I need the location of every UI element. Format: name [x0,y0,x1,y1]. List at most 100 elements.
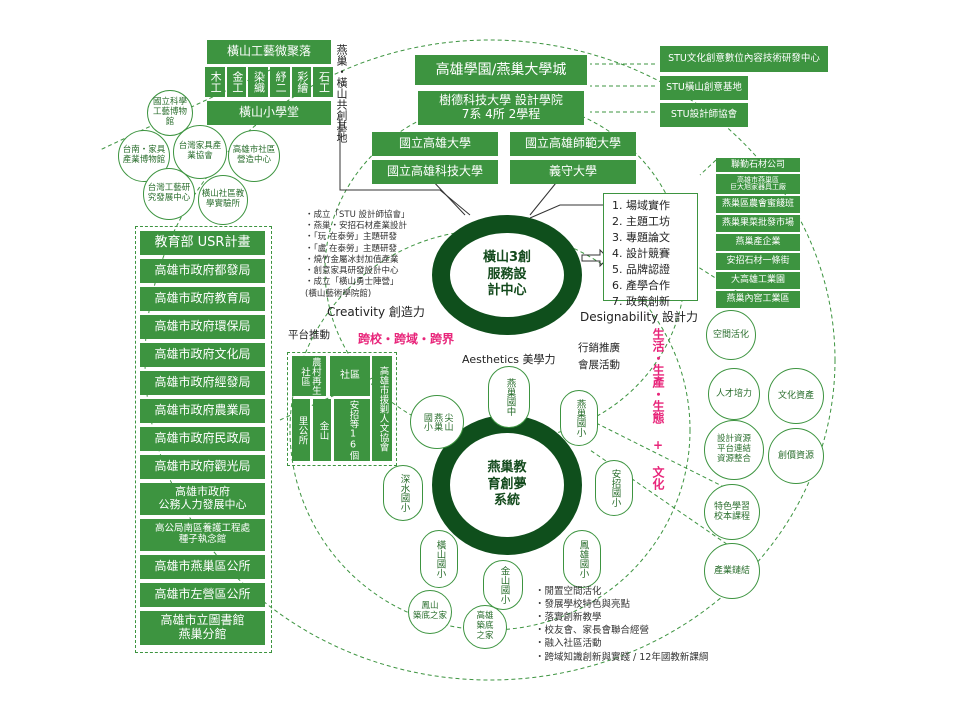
note: ・「玩 在泰勞」主題研發 [305,232,397,243]
community-e: 金山 [313,399,331,461]
outcome-circle: 人才培力 [708,368,760,420]
partner-circle: 橫山社區教學實驗所 [198,175,248,225]
note: ・融入社區活動 [535,638,602,650]
school-circle: 金山國小 [483,560,523,610]
note: ・「盧 在泰勞」主題研發 [305,243,397,254]
note: ・燕巢・安招石材產業設計 [305,221,408,232]
base-vertical-label: 燕巢・橫山共創基地 [335,44,348,143]
platform-label: 平台推動 [288,329,330,341]
industry-box: 安招石材一條街 [716,253,800,270]
partner-circle: 台灣工藝研究發展中心 [143,168,195,220]
service-design-center-ring: 橫山3創 服務設 計中心 [432,215,582,335]
bottom-notes: ・閒置空間活化 ・發展學校特色與亮點 ・落實創新教學 ・校友會、家長會聯合經營 … [535,585,708,664]
outcome-circle: 特色學習 校本課程 [704,484,760,540]
note: ・校友會、家長會聯合經營 [535,625,650,637]
aesthetics-label: Aesthetics 美學力 [462,353,556,366]
craft-item: 彩繪 [291,67,312,97]
life-label: 生活・生產・生態 + 文化 [651,328,665,490]
outcome-circle: 產業鏈結 [704,543,760,599]
ring2-text: 燕巢教 育創夢 系統 [487,459,527,509]
outcome-circle: 文化資產 [768,368,824,424]
note: (橫山藝術學院館) [305,288,372,299]
service-item: 4. 設計競賽 [612,246,670,260]
stu-design-college: 樹德科技大學 設計學院 7系 4所 2學程 [418,91,584,125]
service-item: 5. 品牌認證 [612,262,670,276]
outcome-circle: 設計資源 平台連結 資源整合 [704,420,764,480]
industry-box: 燕巢產企業 [716,234,800,251]
community-c: 高雄市援剿人文協會 [372,356,392,461]
gov-column [135,226,272,653]
services-list: 1. 場域實作 2. 主題工坊 3. 專題論文 4. 設計競賽 5. 品牌認證 … [603,193,698,308]
industry-box: 燕巢果菜批發市場 [716,215,800,232]
gov-item: 高雄市政府 公務人力發展中心 [140,483,265,515]
service-item: 7. 政策創新 [612,294,670,308]
industry-box: 聯勤石材公司 [716,158,800,172]
community-d: 里公所 [292,399,310,461]
academy-title: 高雄學園/燕巢大學城 [415,55,587,85]
school-circle: 高雄 築底 之家 [463,605,507,649]
craft-item: 紓二 [270,67,290,97]
note: ・成立「橫山勇士陣營」 [305,277,399,288]
school-circle: 深水國小 [383,465,423,521]
school-circle: 橫山國小 [420,530,458,588]
stu-design-college-text: 樹德科技大學 設計學院 7系 4所 2學程 [439,93,563,121]
outcome-circle: 創價資源 [768,428,824,484]
school-circle: 尖山 燕巢 國小 [410,395,464,449]
univ-isu: 義守大學 [510,160,636,184]
industry-box: 燕巢區農會蜜餞班 [716,196,800,213]
service-item: 3. 專題論文 [612,230,670,244]
service-item: 1. 場域實作 [612,199,670,212]
craft-row: 木工 金工 染織 紓二 彩繪 石工 [205,67,334,97]
community-f: 安招等16個 [334,399,370,461]
designability-label: Designability 設計力 [580,310,699,324]
community-a: 農村再生社區 [292,356,326,396]
industry-box: 大高雄工業園 [716,272,800,289]
craft-item: 金工 [226,67,247,97]
partner-circle: 高雄市社區營造中心 [228,130,280,182]
gov-item: 高雄市政府民政局 [140,427,265,451]
gov-item: 高雄市政府農業局 [140,399,265,423]
community-b: 社區 [330,356,370,396]
craft-item: 染織 [248,67,269,97]
univ-nknu: 國立高雄師範大學 [510,132,636,156]
gov-item: 高雄市政府教育局 [140,287,265,311]
gov-item: 高雄市政府經發局 [140,371,265,395]
craft-item: 木工 [205,67,225,97]
note: ・發展學校特色與亮點 [535,599,631,611]
gov-item: 高雄市政府環保局 [140,315,265,339]
note: ・落實創新教學 [535,612,602,624]
gov-item: 高雄市左營區公所 [140,583,265,607]
school-circle: 燕巢國小 [560,390,598,446]
usr-plan: 教育部 USR計畫 [140,231,265,255]
stu-center-3: STU設計師協會 [660,103,748,127]
note: ・創意家具研發設計中心 [305,266,399,277]
note: ・燒竹金屬冰封加值產業 [305,254,399,265]
school-circle: 鳳雄國小 [563,530,601,588]
community-block [287,352,397,466]
creativity-notes: ・成立「STU 設計師協會」 ・燕巢・安招石材產業設計 ・「玩 在泰勞」主題研發… [305,210,410,300]
industry-box: 燕巢內窖工業區 [716,291,800,308]
ring1-text: 橫山3創 服務設 計中心 [482,249,532,299]
service-item: 6. 產學合作 [612,278,670,292]
stu-center-2: STU橫山創意基地 [660,76,748,100]
school-circle: 鳳山 築底之家 [408,590,452,634]
note: ・成立「STU 設計師協會」 [305,210,410,220]
univ-nuk: 國立高雄大學 [372,132,498,156]
gov-item: 高雄市政府觀光局 [140,455,265,479]
outcome-circle: 空間活化 [706,310,756,360]
univ-nkust: 國立高雄科技大學 [372,160,498,184]
note: ・跨域知識創新與實踐 / 12年國教新課綱 [535,651,709,663]
gov-item: 高雄市燕巢區公所 [140,555,265,579]
school-circle: 燕巢國中 [488,366,530,428]
gov-item: 高雄市政府都發局 [140,259,265,283]
gov-item: 高公局南區養護工程處 種子執念館 [140,519,265,551]
promo-label: 行銷推廣 會展活動 [578,342,620,371]
gov-item: 高雄市立圖書館 燕巢分館 [140,611,265,645]
note: ・閒置空間活化 [535,586,602,597]
cross-label: 跨校・跨域・跨界 [358,332,455,346]
creativity-label: Creativity 創造力 [327,305,425,319]
hengshan-school: 橫山小學堂 [207,101,331,125]
craft-item: 石工 [313,67,334,97]
school-circle: 安招國小 [595,460,633,516]
